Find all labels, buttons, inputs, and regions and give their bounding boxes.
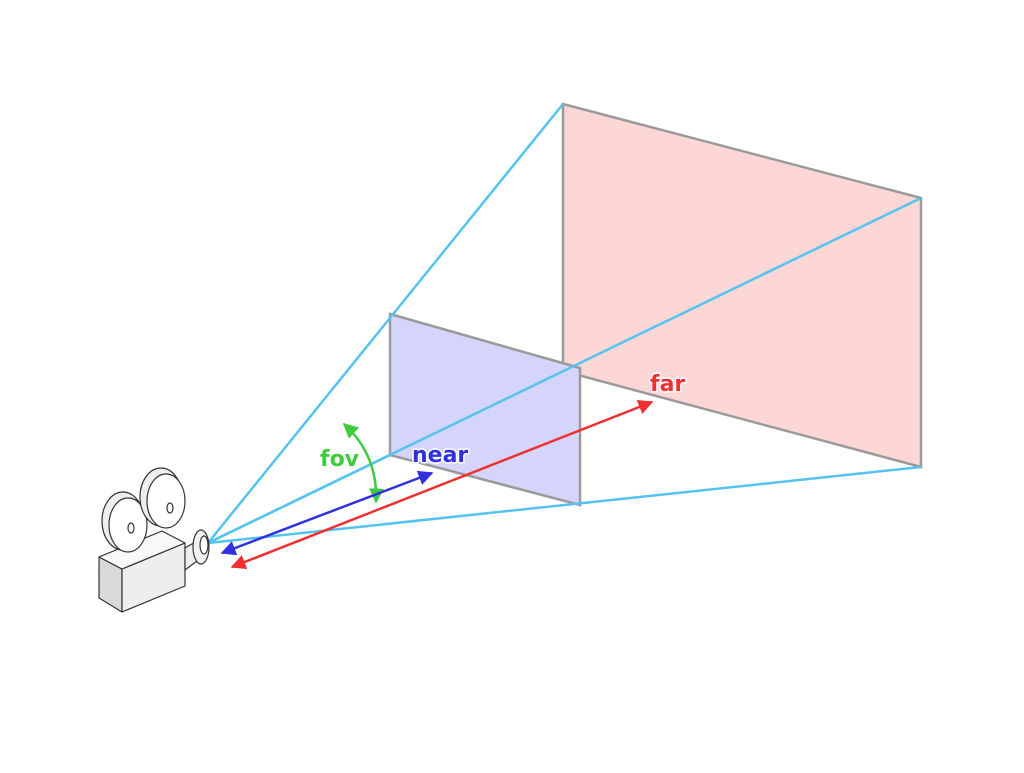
camera-icon	[98, 467, 210, 613]
fov-label: fov	[320, 447, 360, 472]
far-label: far	[650, 372, 685, 397]
far-arrow	[230, 399, 654, 570]
near-label: near	[412, 443, 468, 468]
